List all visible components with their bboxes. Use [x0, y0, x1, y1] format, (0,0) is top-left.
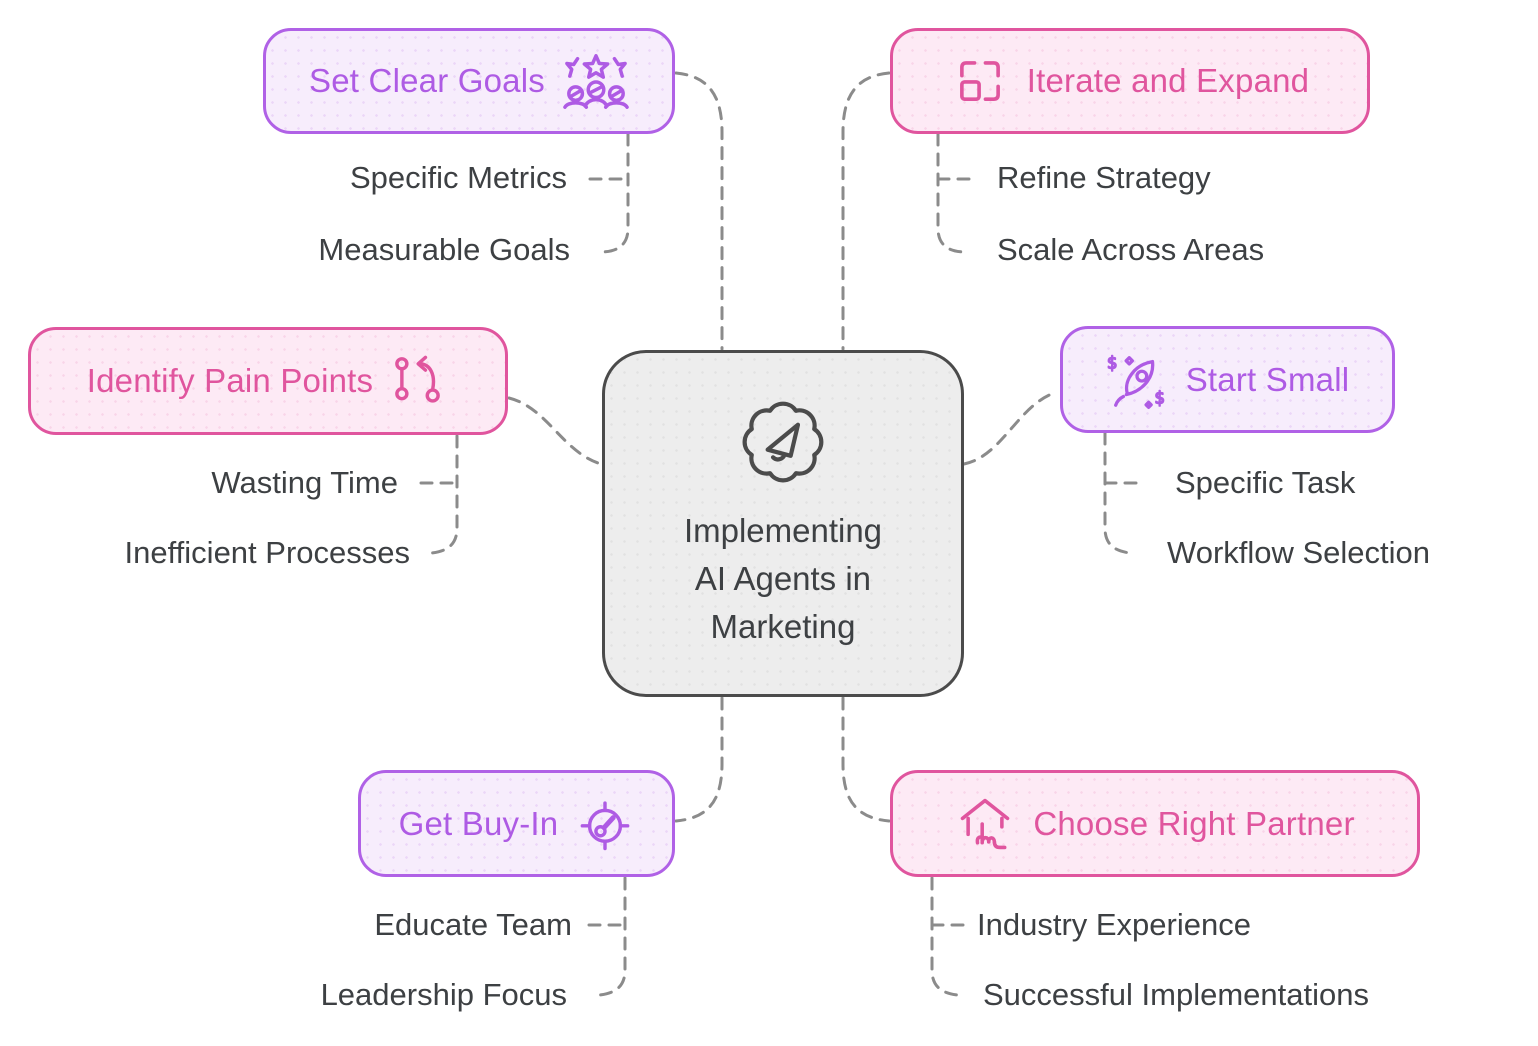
branch-label-choose-right-partner: Choose Right Partner [1033, 804, 1355, 842]
team-stars-icon [563, 51, 629, 111]
sub-item-specific-task[interactable]: Specific Task [1175, 465, 1356, 500]
connector-set-clear-goals-to-center [674, 71, 724, 351]
branch-label-identify-pain-points: Identify Pain Points [86, 362, 374, 399]
sub-item-wasting-time[interactable]: Wasting Time [211, 465, 398, 500]
megaphone-gear-icon [737, 396, 829, 493]
connector-iterate-and-expand-to-center [841, 71, 891, 351]
branch-node-start-small[interactable]: $ $ Start Small [1060, 326, 1395, 433]
sub-item-workflow-selection[interactable]: Workflow Selection [1167, 535, 1431, 570]
expand-icon [951, 52, 1009, 110]
center-title: Implementing AI Agents in Marketing [683, 512, 883, 645]
branch-node-identify-pain-points[interactable]: Identify Pain Points [28, 327, 508, 435]
house-select-icon [955, 793, 1015, 855]
center-node[interactable]: Implementing AI Agents in Marketing [602, 350, 964, 697]
sub-item-measurable-goals[interactable]: Measurable Goals [318, 232, 570, 267]
svg-text:$: $ [1154, 388, 1165, 407]
sub-item-inefficient-processes[interactable]: Inefficient Processes [124, 535, 410, 570]
sub-item-scale-across-areas[interactable]: Scale Across Areas [997, 232, 1265, 267]
connector-choose-right-partner-children [930, 876, 959, 997]
branch-label-set-clear-goals: Set Clear Goals [309, 62, 545, 99]
sub-item-educate-team[interactable]: Educate Team [374, 907, 572, 942]
svg-text:$: $ [1107, 353, 1118, 372]
branch-node-choose-right-partner[interactable]: Choose Right Partner [890, 770, 1420, 877]
branch-node-get-buy-in[interactable]: Get Buy-In [358, 770, 675, 877]
flow-route-icon [391, 352, 449, 410]
connector-choose-right-partner-to-center [841, 696, 891, 823]
branch-label-start-small: Start Small [1185, 360, 1350, 398]
branch-node-set-clear-goals[interactable]: Set Clear Goals [263, 28, 675, 134]
branch-label-get-buy-in: Get Buy-In [398, 804, 559, 842]
connector-get-buy-in-children [598, 876, 627, 997]
connector-iterate-and-expand-children [936, 132, 965, 254]
rocket-dollar-icon: $ $ [1106, 349, 1168, 411]
sub-item-leadership-focus[interactable]: Leadership Focus [320, 977, 567, 1012]
connector-identify-pain-points-children [430, 434, 459, 555]
connector-start-small-children [1103, 431, 1132, 555]
connector-set-clear-goals-children [601, 132, 630, 254]
sub-item-successful-implementations[interactable]: Successful Implementations [983, 977, 1369, 1012]
connector-identify-pain-points-to-center [507, 396, 603, 466]
connector-get-buy-in-to-center [674, 696, 724, 823]
gauge-target-icon [576, 795, 634, 853]
branch-label-iterate-and-expand: Iterate and Expand [1026, 62, 1310, 99]
sub-item-specific-metrics[interactable]: Specific Metrics [349, 160, 567, 195]
sub-item-refine-strategy[interactable]: Refine Strategy [997, 160, 1211, 195]
sub-item-industry-experience[interactable]: Industry Experience [977, 907, 1251, 942]
connector-start-small-to-center [962, 390, 1059, 466]
branch-node-iterate-and-expand[interactable]: Iterate and Expand [890, 28, 1370, 134]
